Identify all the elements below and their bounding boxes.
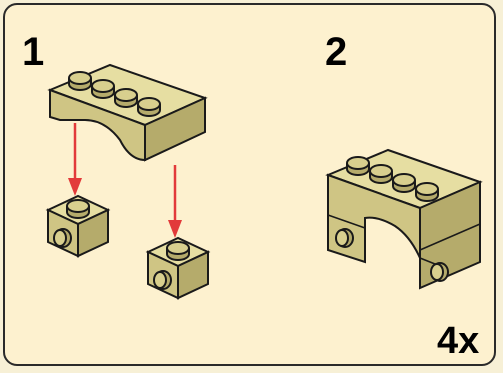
round-brick-icon: [148, 238, 208, 298]
arch-brick-icon: [47, 63, 208, 162]
round-brick-icon: [48, 196, 108, 256]
arrow-down-icon: [68, 123, 82, 196]
arrow-down-icon: [168, 165, 182, 238]
quantity-multiplier: 4x: [437, 320, 480, 362]
assembled-arch-icon: [325, 148, 483, 290]
step-number-2: 2: [325, 30, 348, 74]
step-number-1: 1: [22, 30, 45, 74]
